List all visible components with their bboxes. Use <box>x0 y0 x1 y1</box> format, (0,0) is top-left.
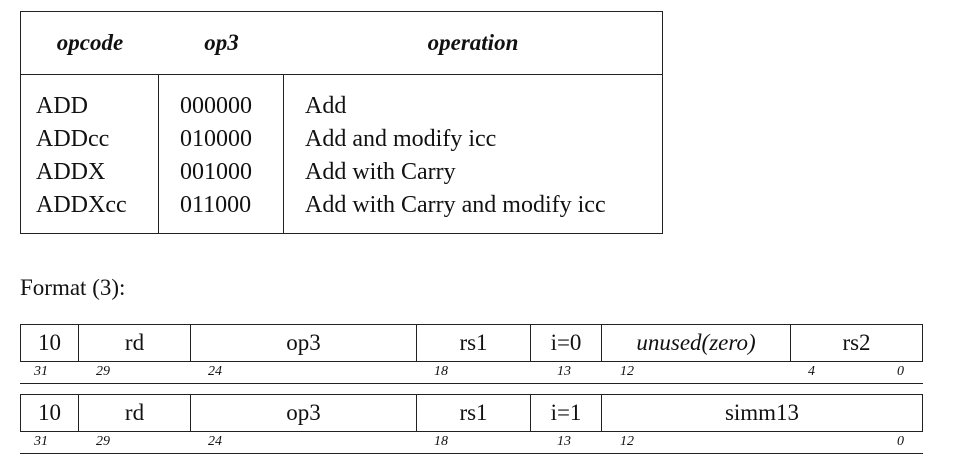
bit-label: 12 <box>620 434 634 449</box>
field-rs2: rs2 <box>790 325 922 361</box>
bit-label: 24 <box>208 364 222 379</box>
field-rd: rd <box>78 325 190 361</box>
opcode-column: ADD ADDcc ADDX ADDXcc <box>36 90 127 222</box>
field-op: 10 <box>38 400 61 425</box>
operation-cell: Add with Carry and modify icc <box>305 192 606 218</box>
field-rs1: rs1 <box>416 395 530 431</box>
format-row-register: 10 rd op3 rs1 i=0 unused(zero) rs2 <box>20 324 923 362</box>
op3-column: 000000 010000 001000 011000 <box>180 90 252 222</box>
header-op3: op3 <box>204 30 239 55</box>
bit-label: 18 <box>434 434 448 449</box>
opcode-cell: ADDX <box>36 159 106 185</box>
operation-cell: Add <box>305 93 347 119</box>
header-opcode: opcode <box>56 30 124 55</box>
opcode-cell: ADD <box>36 93 88 119</box>
bit-positions-row: 31 29 24 18 13 12 0 <box>20 433 923 454</box>
field-i: i=1 <box>530 395 601 431</box>
bit-label: 29 <box>96 434 110 449</box>
field-i: i=0 <box>530 325 601 361</box>
bit-label: 13 <box>557 364 571 379</box>
op3-cell: 001000 <box>180 159 252 185</box>
format-row-immediate: 10 rd op3 rs1 i=1 simm13 <box>20 394 923 432</box>
format-label: Format (3): <box>20 275 126 300</box>
operation-cell: Add and modify icc <box>305 126 497 152</box>
bit-label: 24 <box>208 434 222 449</box>
operation-cell: Add with Carry <box>305 159 456 185</box>
opcode-table-header: opcode op3 operation <box>21 12 662 75</box>
op3-cell: 011000 <box>180 192 252 218</box>
bit-label: 12 <box>620 364 634 379</box>
header-operation: operation <box>427 30 519 55</box>
column-divider <box>283 74 284 233</box>
bit-label: 0 <box>897 364 904 379</box>
opcode-cell: ADDcc <box>36 126 110 152</box>
op3-cell: 010000 <box>180 126 252 152</box>
bit-label: 31 <box>34 434 48 449</box>
op3-cell: 000000 <box>180 93 252 119</box>
bit-label: 0 <box>897 434 904 449</box>
operation-column: Add Add and modify icc Add with Carry Ad… <box>305 90 606 222</box>
bit-label: 18 <box>434 364 448 379</box>
bit-label: 31 <box>34 364 48 379</box>
field-op3: op3 <box>190 325 416 361</box>
bit-label: 4 <box>808 364 815 379</box>
field-rd: rd <box>78 395 190 431</box>
column-divider <box>158 74 159 233</box>
opcode-table: opcode op3 operation ADD ADDcc ADDX ADDX… <box>20 11 663 234</box>
field-simm13: simm13 <box>601 395 922 431</box>
bit-label: 13 <box>557 434 571 449</box>
field-unused: unused(zero) <box>601 325 790 361</box>
bit-positions-row: 31 29 24 18 13 12 4 0 <box>20 363 923 384</box>
opcode-cell: ADDXcc <box>36 192 127 218</box>
bit-label: 29 <box>96 364 110 379</box>
field-rs1: rs1 <box>416 325 530 361</box>
field-op: 10 <box>38 330 61 355</box>
field-op3: op3 <box>190 395 416 431</box>
